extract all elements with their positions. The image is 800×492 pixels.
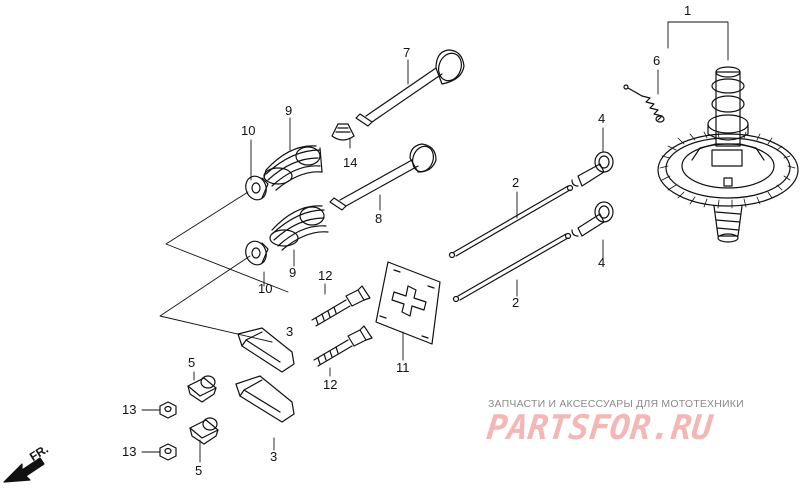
push-rod-guide-plate-icon bbox=[375, 261, 441, 345]
callout-13: 13 bbox=[122, 444, 137, 459]
callout-4: 4 bbox=[598, 255, 606, 270]
pivot-adjusting-nut-icon bbox=[189, 417, 219, 445]
push-rod-icon bbox=[452, 232, 572, 303]
callout-11: 11 bbox=[396, 360, 410, 375]
callout-2: 2 bbox=[512, 175, 520, 190]
callout-7: 7 bbox=[403, 45, 411, 60]
callout-13: 13 bbox=[122, 402, 137, 417]
valve-spring-icon bbox=[263, 145, 323, 191]
push-rod-icon bbox=[448, 184, 574, 259]
callout-9: 9 bbox=[285, 103, 293, 118]
camshaft-gear-icon bbox=[657, 66, 799, 243]
governor-spring-icon bbox=[623, 84, 665, 123]
valve-keeper-icon bbox=[331, 123, 355, 141]
valve-lifter-icon bbox=[571, 201, 614, 237]
callout-1: 1 bbox=[684, 3, 692, 18]
watermark-tagline: ЗАПЧАСТИ И АКСЕССУАРЫ ДЛЯ МОТОТЕХНИКИ bbox=[488, 398, 744, 410]
callout-5: 5 bbox=[195, 463, 203, 478]
callout-3: 3 bbox=[286, 324, 294, 339]
spring-retainer-icon bbox=[245, 240, 269, 266]
callout-9: 9 bbox=[289, 265, 297, 280]
valve-lifter-icon bbox=[571, 151, 614, 187]
callout-6: 6 bbox=[653, 53, 661, 68]
valve-spring-icon bbox=[269, 205, 329, 251]
exhaust-valve-icon bbox=[329, 143, 437, 211]
front-direction-arrow-icon bbox=[3, 457, 45, 483]
leader-lines bbox=[141, 21, 729, 463]
callout-5: 5 bbox=[188, 355, 196, 370]
callout-8: 8 bbox=[375, 211, 383, 226]
callout-4: 4 bbox=[598, 111, 606, 126]
pivot-bolt-icon bbox=[313, 325, 373, 367]
spring-retainer-icon bbox=[245, 175, 269, 201]
callout-2: 2 bbox=[512, 295, 520, 310]
pivot-bolt-icon bbox=[311, 285, 371, 327]
callout-12: 12 bbox=[318, 268, 333, 283]
intake-valve-icon bbox=[355, 49, 465, 127]
lock-nut-icon bbox=[159, 443, 177, 461]
pivot-adjusting-nut-icon bbox=[187, 375, 217, 403]
callout-14: 14 bbox=[343, 155, 358, 170]
callout-10: 10 bbox=[241, 123, 256, 138]
callout-3: 3 bbox=[270, 449, 278, 464]
callout-12: 12 bbox=[323, 377, 338, 392]
lock-nut-icon bbox=[159, 401, 177, 419]
rocker-arm-icon bbox=[237, 327, 295, 373]
watermark-logo: PARTSFOR.RU bbox=[484, 408, 715, 448]
rocker-arm-icon bbox=[235, 375, 295, 423]
callout-10: 10 bbox=[258, 281, 273, 296]
